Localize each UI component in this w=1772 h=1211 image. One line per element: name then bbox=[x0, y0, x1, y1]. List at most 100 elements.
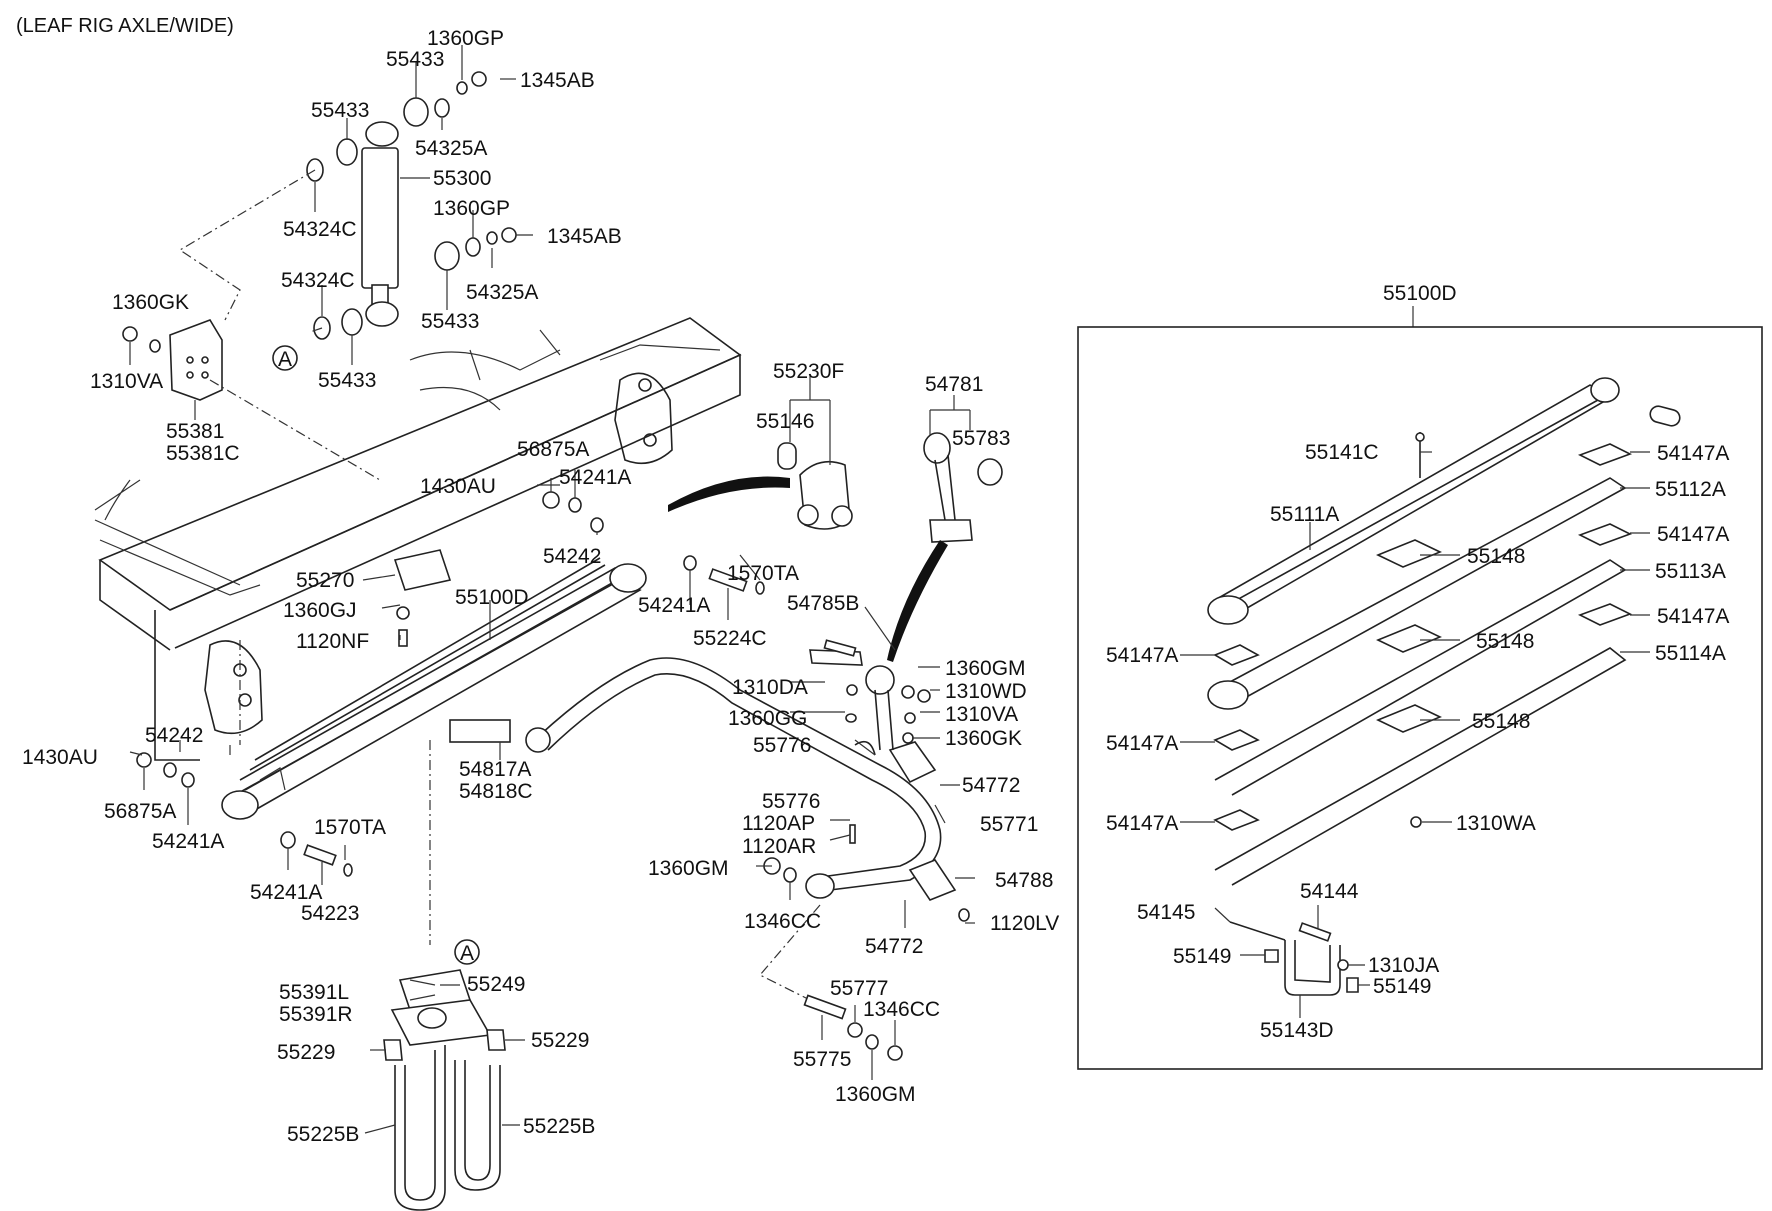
label-55391R: 55391R bbox=[279, 1003, 353, 1026]
label-55146: 55146 bbox=[756, 410, 814, 433]
label-55433: 55433 bbox=[386, 48, 444, 71]
label-55776: 55776 bbox=[762, 790, 820, 813]
label-1346CC: 1346CC bbox=[863, 998, 940, 1021]
label-1120AR: 1120AR bbox=[742, 835, 816, 858]
label-55433: 55433 bbox=[318, 369, 376, 392]
shock-bushings bbox=[306, 71, 517, 340]
label-55148: 55148 bbox=[1467, 545, 1525, 568]
leaf-spring-assembly bbox=[221, 557, 647, 820]
label-1430AU: 1430AU bbox=[22, 746, 98, 769]
label-55775: 55775 bbox=[793, 1048, 851, 1071]
label-55141C: 55141C bbox=[1305, 441, 1379, 464]
label-54241A: 54241A bbox=[250, 881, 322, 904]
label-54147A: 54147A bbox=[1657, 605, 1729, 628]
label-54242: 54242 bbox=[543, 545, 601, 568]
label-54772: 54772 bbox=[865, 935, 923, 958]
label-54785B: 54785B bbox=[787, 592, 859, 615]
label-54772: 54772 bbox=[962, 774, 1020, 797]
part-labels: 1360GP 1345AB 55433 55433 54325A 55300 5… bbox=[22, 27, 1729, 1146]
label-54325A: 54325A bbox=[466, 281, 538, 304]
label-55229: 55229 bbox=[277, 1041, 335, 1064]
hardware bbox=[136, 491, 970, 1061]
label-1310WA: 1310WA bbox=[1456, 812, 1536, 835]
label-55300: 55300 bbox=[433, 167, 491, 190]
label-1120LV: 1120LV bbox=[990, 912, 1059, 935]
label-54144: 54144 bbox=[1300, 880, 1359, 903]
label-55113A: 55113A bbox=[1655, 560, 1726, 583]
label-1360GM: 1360GM bbox=[648, 857, 729, 880]
label-1310VA: 1310VA bbox=[945, 703, 1018, 726]
label-55777: 55777 bbox=[830, 977, 888, 1000]
label-1360GP: 1360GP bbox=[433, 197, 510, 220]
label-55433: 55433 bbox=[311, 99, 369, 122]
label-54324C: 54324C bbox=[281, 269, 355, 292]
diagram-title: (LEAF RIG AXLE/WIDE) bbox=[16, 15, 234, 37]
label-54325A: 54325A bbox=[415, 137, 487, 160]
label-54241A: 54241A bbox=[152, 830, 224, 853]
label-54145: 54145 bbox=[1137, 901, 1195, 924]
label-55148: 55148 bbox=[1472, 710, 1530, 733]
label-55114A: 55114A bbox=[1655, 642, 1726, 665]
label-55100D: 55100D bbox=[455, 586, 529, 609]
label-54242: 54242 bbox=[145, 724, 203, 747]
label-1360GG: 1360GG bbox=[728, 707, 807, 730]
label-55229: 55229 bbox=[531, 1029, 589, 1052]
svg-text:A: A bbox=[460, 942, 474, 965]
leaf-spring-detail-box bbox=[1077, 306, 1763, 1070]
shackle-detail bbox=[668, 442, 853, 530]
shock-bracket bbox=[122, 319, 223, 401]
label-54781: 54781 bbox=[925, 373, 983, 396]
label-55225B: 55225B bbox=[523, 1115, 595, 1138]
label-1360GJ: 1360GJ bbox=[283, 599, 357, 622]
label-1345AB: 1345AB bbox=[547, 225, 622, 248]
shock-absorber bbox=[361, 121, 399, 327]
label-54241A: 54241A bbox=[559, 466, 631, 489]
label-56875A: 56875A bbox=[104, 800, 176, 823]
label-55249: 55249 bbox=[467, 973, 525, 996]
label-54147A: 54147A bbox=[1106, 812, 1178, 835]
spring-seat-ubolts bbox=[383, 969, 506, 1211]
label-55776: 55776 bbox=[753, 734, 811, 757]
label-1120NF: 1120NF bbox=[296, 630, 369, 653]
label-54788: 54788 bbox=[995, 869, 1053, 892]
label-55381: 55381 bbox=[166, 420, 224, 443]
label-54147A: 54147A bbox=[1106, 644, 1178, 667]
label-1360GK: 1360GK bbox=[945, 727, 1022, 750]
label-1360GM: 1360GM bbox=[945, 657, 1026, 680]
label-1360GM: 1360GM bbox=[835, 1083, 916, 1106]
label-1360GP: 1360GP bbox=[427, 27, 504, 50]
label-54817A: 54817A bbox=[459, 758, 531, 781]
label-54818C: 54818C bbox=[459, 780, 533, 803]
label-1120AP: 1120AP bbox=[742, 812, 815, 835]
callout-a-bottom: A bbox=[454, 939, 480, 965]
label-1345AB: 1345AB bbox=[520, 69, 595, 92]
label-1360GK: 1360GK bbox=[112, 291, 189, 314]
label-55112A: 55112A bbox=[1655, 478, 1726, 501]
label-55225B: 55225B bbox=[287, 1123, 359, 1146]
label-55143D: 55143D bbox=[1260, 1019, 1334, 1042]
stabilizer-bar bbox=[525, 657, 957, 901]
label-55433: 55433 bbox=[421, 310, 479, 333]
label-55391L: 55391L bbox=[279, 981, 349, 1004]
label-55149: 55149 bbox=[1173, 945, 1231, 968]
label-55771: 55771 bbox=[980, 813, 1038, 836]
stab-link-detail bbox=[887, 432, 1003, 662]
label-1310JA: 1310JA bbox=[1368, 954, 1439, 977]
label-55783: 55783 bbox=[952, 427, 1010, 450]
label-55149: 55149 bbox=[1373, 975, 1431, 998]
label-55270: 55270 bbox=[296, 569, 354, 592]
label-54241A: 54241A bbox=[638, 594, 710, 617]
label-1310VA: 1310VA bbox=[90, 370, 163, 393]
label-55230F: 55230F bbox=[773, 360, 844, 383]
label-1310DA: 1310DA bbox=[732, 676, 808, 699]
label-1346CC: 1346CC bbox=[744, 910, 821, 933]
label-54147A: 54147A bbox=[1657, 523, 1729, 546]
label-1570TA: 1570TA bbox=[314, 816, 386, 839]
svg-text:A: A bbox=[278, 348, 292, 371]
label-1310WD: 1310WD bbox=[945, 680, 1027, 703]
label-54147A: 54147A bbox=[1106, 732, 1178, 755]
label-55111A: 55111A bbox=[1270, 503, 1339, 526]
link-lines bbox=[178, 169, 821, 1006]
label-54147A: 54147A bbox=[1657, 442, 1729, 465]
